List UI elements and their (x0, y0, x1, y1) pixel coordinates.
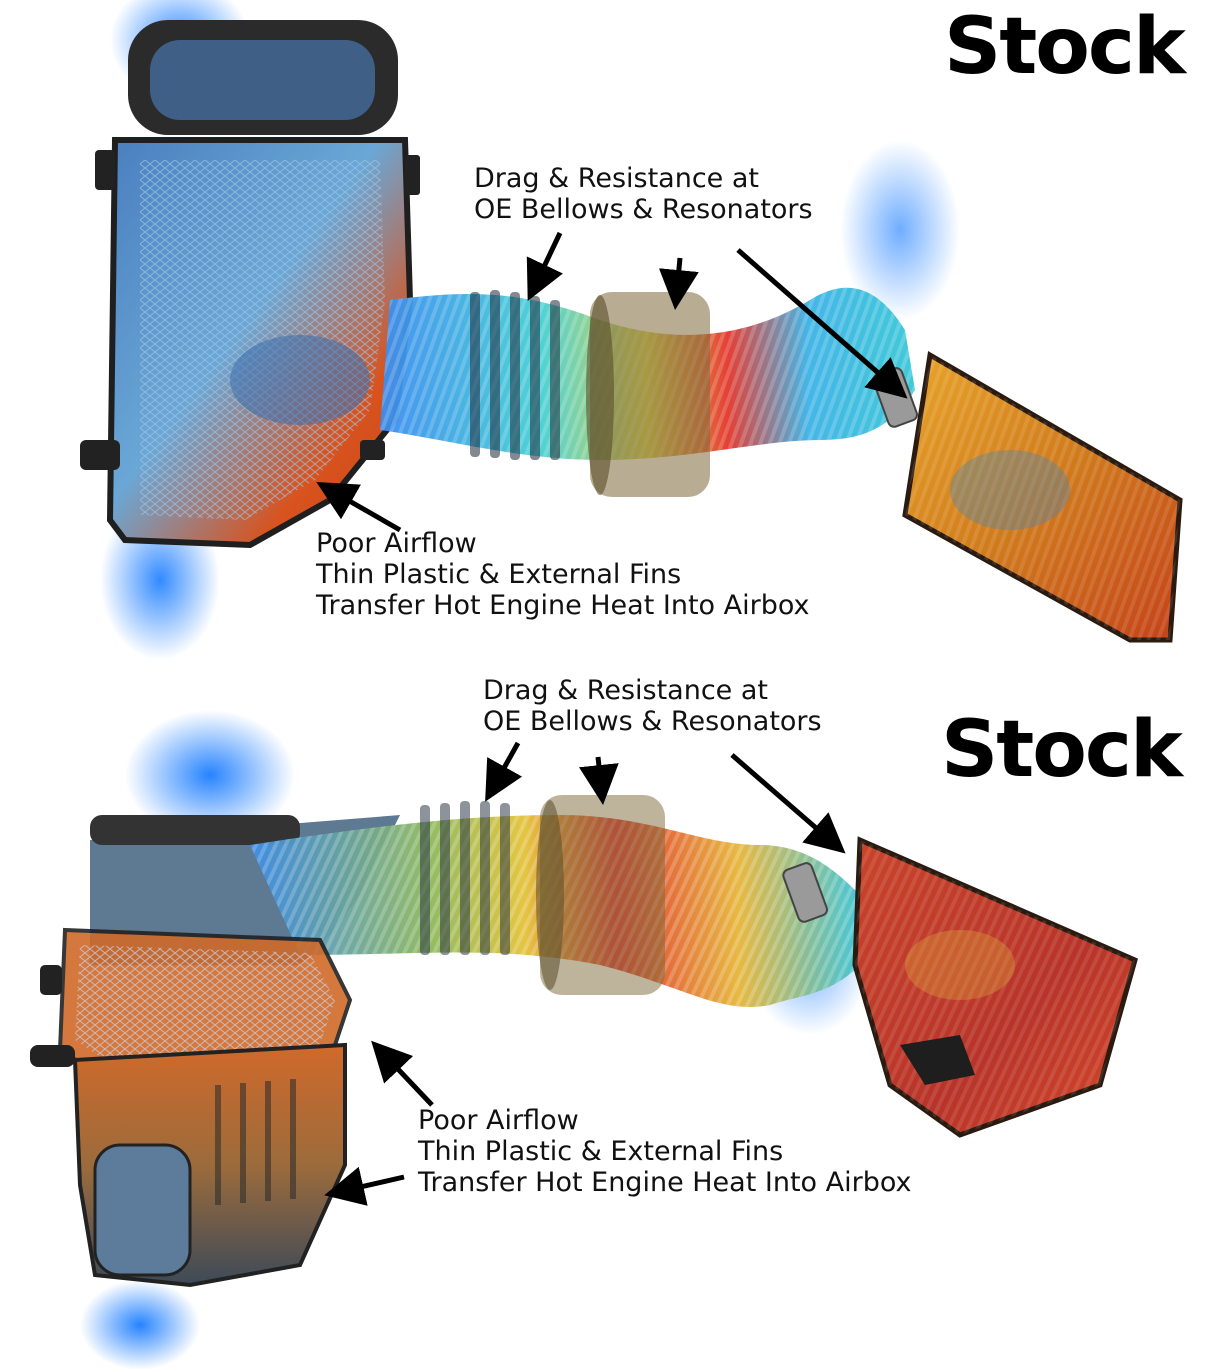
cold-air-glow (80, 1280, 200, 1369)
drag-resistance-callout: Drag & Resistance at OE Bellows & Resona… (474, 163, 813, 225)
callout-line: Transfer Hot Engine Heat Into Airbox (316, 590, 810, 621)
callout-line: Thin Plastic & External Fins (316, 559, 682, 590)
poor-airflow-callout: Poor Airflow Thin Plastic & External Fin… (418, 1105, 912, 1198)
poor-airflow-callout: Poor Airflow Thin Plastic & External Fin… (316, 528, 810, 621)
oe-resonator (586, 292, 710, 497)
callout-line: OE Bellows & Resonators (474, 194, 813, 225)
oe-bellows (470, 290, 560, 460)
callout-line: Transfer Hot Engine Heat Into Airbox (418, 1167, 912, 1198)
callout-line: Drag & Resistance at (474, 163, 760, 194)
top-stock-panel: Stock Drag & Resistance at OE Bellows & … (0, 0, 1214, 665)
stock-title: Stock (944, 2, 1186, 92)
callout-line: OE Bellows & Resonators (483, 706, 822, 737)
oe-bellows (420, 801, 510, 955)
external-fins (215, 1079, 296, 1205)
stock-title: Stock (941, 705, 1183, 795)
oe-resonator (536, 795, 665, 995)
drag-resistance-callout: Drag & Resistance at OE Bellows & Resona… (483, 675, 822, 737)
callout-line: Poor Airflow (316, 528, 477, 559)
airbox-inlet (93, 1143, 192, 1277)
callout-line: Thin Plastic & External Fins (418, 1136, 784, 1167)
cold-air-glow (125, 710, 295, 840)
bottom-stock-panel: Stock Drag & Resistance at OE Bellows & … (0, 665, 1214, 1369)
bottom-airbox-illustration (30, 710, 1138, 1369)
callout-line: Poor Airflow (418, 1105, 579, 1136)
callout-line: Drag & Resistance at (483, 675, 769, 706)
